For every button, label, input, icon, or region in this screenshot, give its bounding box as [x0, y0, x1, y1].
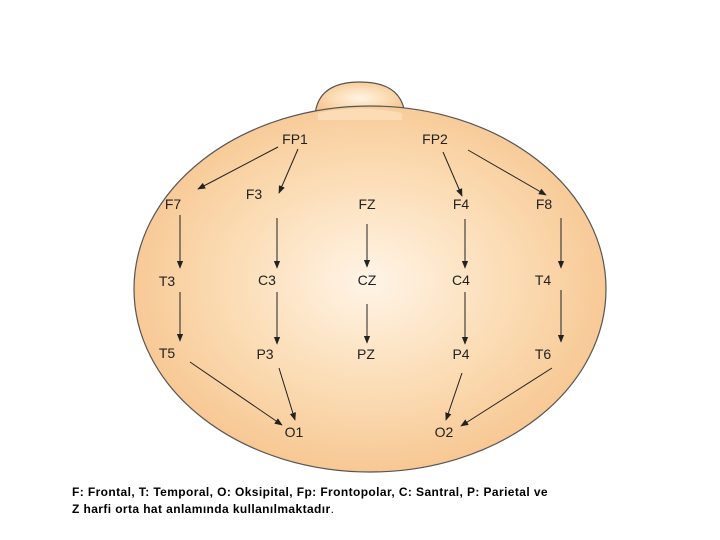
electrode-t4: T4	[535, 272, 552, 288]
arrow-fp1-to-f7	[197, 146, 279, 190]
caption-line-2: Z harfi orta hat anlamında kullanılmakta…	[72, 501, 692, 518]
arrow-fp2-to-f4	[442, 151, 463, 197]
electrode-o2: O2	[435, 424, 454, 440]
electrode-f7: F7	[165, 196, 182, 212]
arrow-t6-to-o2	[460, 367, 553, 427]
legend-caption: F: Frontal, T: Temporal, O: Oksipital, F…	[72, 484, 692, 518]
electrode-c3: C3	[258, 272, 276, 288]
electrode-pz: PZ	[357, 346, 375, 362]
arrow-p4-to-o2	[445, 372, 463, 421]
electrode-p4: P4	[452, 346, 469, 362]
electrode-c4: C4	[452, 272, 470, 288]
arrow-fp1-to-f3	[278, 148, 299, 194]
electrode-o1: O1	[285, 424, 304, 440]
caption-line-2-text: Z harfi orta hat anlamında kullanılmakta…	[72, 502, 331, 516]
electrode-labels: FP1 FP2 F7 F3 FZ F4 F8 T3 C3 CZ C4 T4 T5…	[159, 131, 553, 440]
connection-arrows	[176, 146, 565, 427]
caption-line-1: F: Frontal, T: Temporal, O: Oksipital, F…	[72, 485, 548, 499]
electrode-f4: F4	[453, 196, 470, 212]
head-outline	[133, 105, 607, 473]
electrode-f8: F8	[536, 196, 553, 212]
electrode-fz: FZ	[358, 196, 376, 212]
arrow-p3-to-o1	[278, 367, 296, 421]
caption-period: .	[330, 502, 335, 516]
electrode-t6: T6	[535, 346, 552, 362]
electrode-t3: T3	[159, 273, 176, 289]
electrode-t5: T5	[159, 345, 176, 361]
electrode-p3: P3	[256, 346, 273, 362]
electrode-fp1: FP1	[282, 131, 308, 147]
arrow-t5-to-o1	[189, 361, 283, 426]
electrode-cz: CZ	[358, 272, 377, 288]
electrode-fp2: FP2	[422, 131, 448, 147]
arrow-fp2-to-f8	[467, 149, 547, 196]
electrode-f3: F3	[246, 186, 263, 202]
